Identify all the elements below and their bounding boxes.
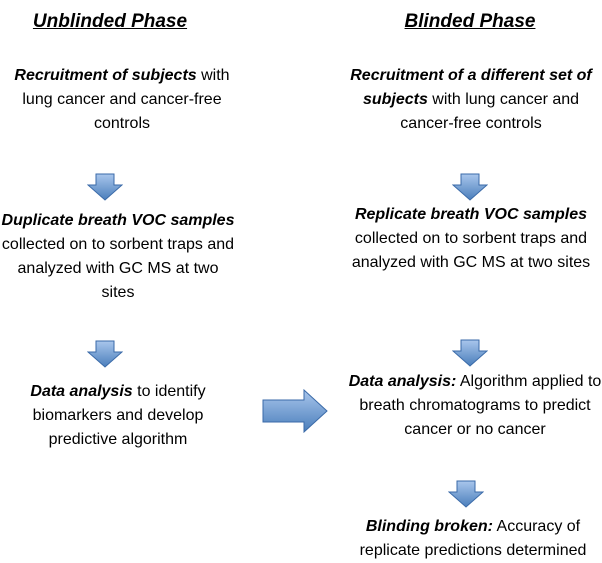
unblinded-recruitment-bold: Recruitment of subjects — [14, 67, 197, 84]
blinded-recruitment-text: with lung cancer and cancer-free control… — [400, 91, 580, 132]
unblinded-samples-text: collected on to sorbent traps and analyz… — [1, 236, 235, 301]
blinded-samples-step: Replicate breath VOC samples collected o… — [340, 203, 602, 275]
blinding-broken-text: Accuracy of replicate predictions determ… — [359, 518, 587, 559]
blinding-broken-bold: Blinding broken: — [365, 518, 493, 535]
blinded-samples-text: collected on to sorbent traps and analyz… — [351, 230, 591, 271]
unblinded-phase-heading: Unblinded Phase — [32, 11, 188, 32]
down-arrow-icon — [448, 480, 484, 508]
blinded-phase-heading: Blinded Phase — [404, 11, 536, 32]
unblinded-recruitment-step: Recruitment of subjects with lung cancer… — [0, 64, 244, 136]
unblinded-recruitment-text: with lung cancer and cancer-free control… — [22, 67, 230, 132]
down-arrow-icon — [452, 173, 488, 201]
down-arrow-icon — [87, 173, 123, 201]
blinded-analysis-step: Data analysis: Algorithm applied to brea… — [348, 370, 602, 442]
blinded-analysis-text: Algorithm applied to breath chromatogram… — [359, 373, 602, 438]
blinded-analysis-bold: Data analysis: — [348, 373, 457, 390]
unblinded-analysis-text: to identify biomarkers and develop predi… — [32, 383, 206, 448]
blinded-recruitment-bold: Recruitment of a different set of subjec… — [350, 67, 592, 108]
unblinded-samples-bold: Duplicate breath VOC samples — [1, 212, 235, 229]
unblinded-analysis-bold: Data analysis — [30, 383, 133, 400]
blinded-recruitment-step: Recruitment of a different set of subjec… — [340, 64, 602, 136]
blinded-samples-bold: Replicate breath VOC samples — [354, 206, 588, 223]
blinding-broken-step: Blinding broken: Accuracy of replicate p… — [344, 515, 602, 563]
right-arrow-icon — [262, 389, 328, 433]
down-arrow-icon — [452, 339, 488, 367]
unblinded-samples-step: Duplicate breath VOC samples collected o… — [0, 209, 236, 305]
unblinded-analysis-step: Data analysis to identify biomarkers and… — [0, 380, 236, 452]
down-arrow-icon — [87, 340, 123, 368]
